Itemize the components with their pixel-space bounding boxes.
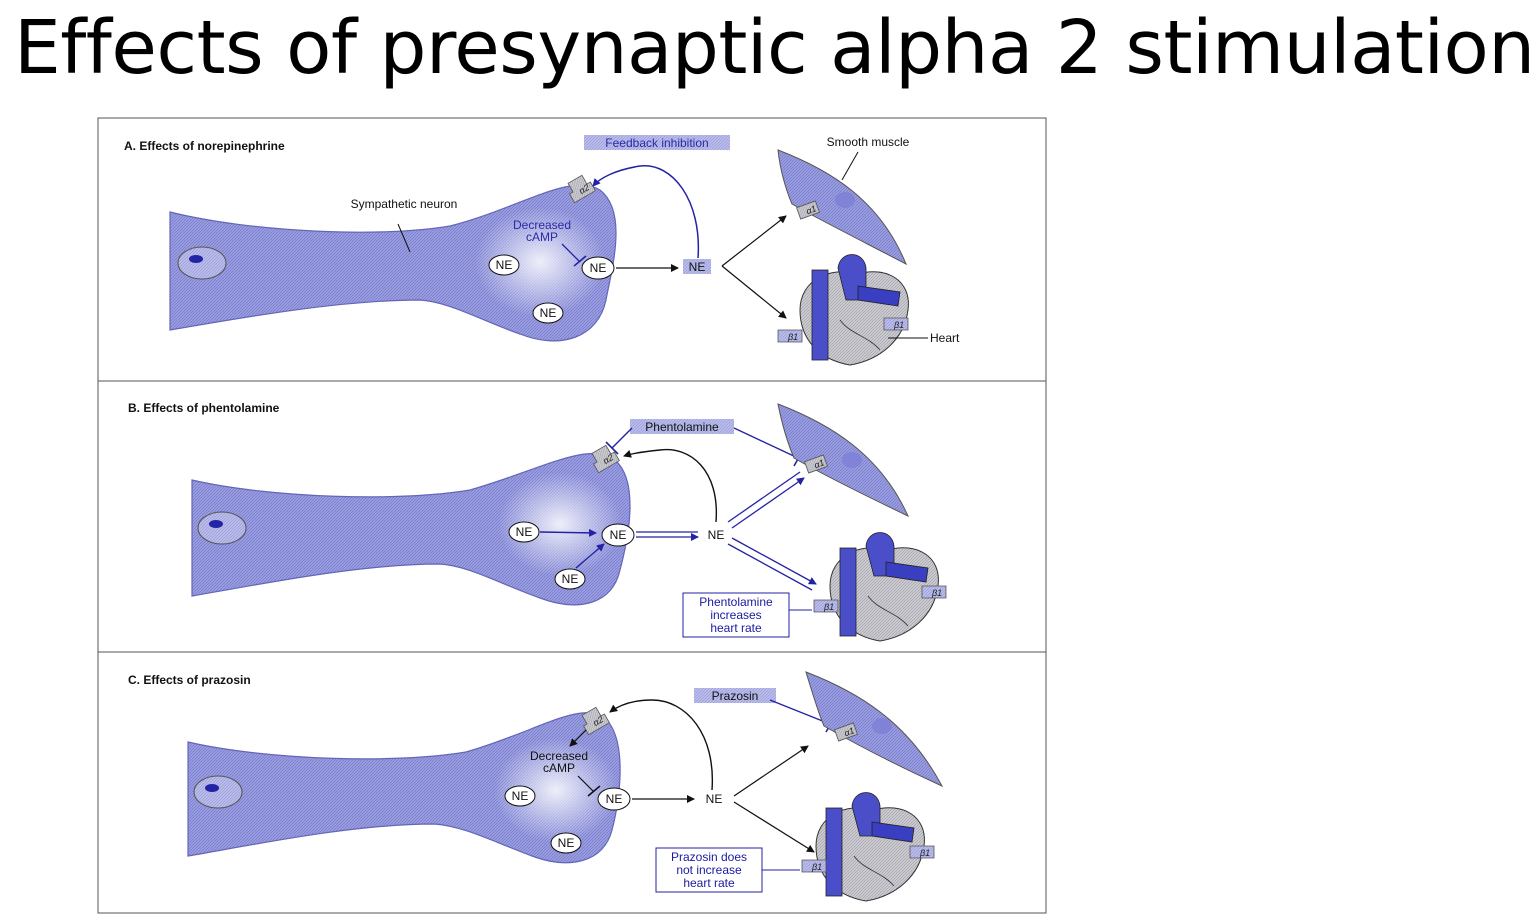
svg-text:Phentolamine: Phentolamine xyxy=(699,595,773,609)
svg-text:NE: NE xyxy=(562,572,579,586)
prazosin-effect-box xyxy=(655,847,763,893)
panel-a: A. Effects of norepinephrine α2 Feedback… xyxy=(124,135,960,366)
ne-vesicle: NE xyxy=(488,254,520,276)
panel-c: C. Effects of prazosin α2 Prazosin Decre… xyxy=(128,671,944,902)
heart-label: Heart xyxy=(930,331,960,345)
svg-text:β1: β1 xyxy=(811,862,822,872)
svg-text:α2: α2 xyxy=(601,452,615,466)
heart xyxy=(799,254,909,366)
beta1-receptor: β1 xyxy=(921,585,947,599)
beta1-receptor: β1 xyxy=(777,329,803,343)
svg-text:α1: α1 xyxy=(813,457,826,470)
svg-text:α2: α2 xyxy=(577,182,591,196)
svg-text:NE: NE xyxy=(558,836,575,850)
svg-text:cAMP: cAMP xyxy=(543,761,575,775)
panel-label: C. Effects of prazosin xyxy=(128,673,251,687)
svg-text:β1: β1 xyxy=(823,602,834,612)
svg-text:heart rate: heart rate xyxy=(710,621,762,635)
svg-text:NE: NE xyxy=(512,789,529,803)
beta1-receptor: β1 xyxy=(813,599,839,613)
ne-vesicle: NE xyxy=(581,256,615,280)
svg-text:Prazosin does: Prazosin does xyxy=(671,850,747,864)
heart xyxy=(815,792,925,902)
svg-text:β1: β1 xyxy=(787,332,798,342)
ne-vesicle: NE xyxy=(508,521,540,543)
svg-text:NE: NE xyxy=(610,528,627,542)
svg-text:heart rate: heart rate xyxy=(683,876,735,890)
phentolamine-effect-box xyxy=(682,592,790,638)
ne-vesicle: NE xyxy=(601,523,635,547)
decreased-camp-label: Decreased xyxy=(513,218,571,232)
neuron-label: Sympathetic neuron xyxy=(351,197,458,211)
svg-text:β1: β1 xyxy=(931,588,942,598)
released-ne: NE xyxy=(708,528,725,542)
ne-vesicle: NE xyxy=(550,832,582,854)
svg-text:β1: β1 xyxy=(893,320,904,330)
panel-label: A. Effects of norepinephrine xyxy=(124,139,285,153)
ne-vesicle: NE xyxy=(554,568,586,590)
phentolamine-label: Phentolamine xyxy=(645,420,719,434)
nucleus xyxy=(197,511,247,545)
alpha1-receptor: α1 xyxy=(796,200,820,220)
panel-label: B. Effects of phentolamine xyxy=(128,401,280,415)
nucleus xyxy=(177,246,227,280)
feedback-inhibition-label: Feedback inhibition xyxy=(605,136,708,150)
beta1-receptor: β1 xyxy=(909,845,935,859)
feedback-arrow xyxy=(592,165,700,259)
svg-text:increases: increases xyxy=(710,608,761,622)
alpha2-receptor: α2 xyxy=(567,174,596,204)
alpha1-receptor: α1 xyxy=(804,454,828,474)
heart xyxy=(829,532,939,642)
svg-text:β1: β1 xyxy=(919,848,930,858)
svg-text:α2: α2 xyxy=(591,714,605,728)
alpha2-receptor: α2 xyxy=(591,444,620,474)
svg-text:NE: NE xyxy=(540,306,557,320)
ne-vesicle: NE xyxy=(597,787,631,811)
svg-text:α1: α1 xyxy=(805,203,818,216)
ne-vesicle: NE xyxy=(504,785,536,807)
svg-text:NE: NE xyxy=(606,792,623,806)
nucleus xyxy=(193,775,243,809)
released-ne: NE xyxy=(706,792,723,806)
beta1-receptor: β1 xyxy=(883,317,909,331)
smooth-muscle-label: Smooth muscle xyxy=(827,135,910,149)
decreased-camp-label: Decreased xyxy=(530,749,588,763)
slide-title: Effects of presynaptic alpha 2 stimulati… xyxy=(14,5,1535,91)
alpha1-receptor: α1 xyxy=(834,722,858,742)
svg-text:NE: NE xyxy=(590,261,607,275)
ne-vesicle: NE xyxy=(532,302,564,324)
svg-text:NE: NE xyxy=(496,258,513,272)
svg-text:cAMP: cAMP xyxy=(526,230,558,244)
released-ne: NE xyxy=(689,260,706,274)
alpha2-receptor: α2 xyxy=(581,706,610,736)
beta1-receptor: β1 xyxy=(801,859,827,873)
svg-text:not increase: not increase xyxy=(676,863,742,877)
panel-b: B. Effects of phentolamine α2 Phentolami… xyxy=(128,401,947,642)
prazosin-label: Prazosin xyxy=(712,689,759,703)
svg-text:α1: α1 xyxy=(843,725,856,738)
svg-text:NE: NE xyxy=(516,525,533,539)
figure-frame xyxy=(97,117,1047,914)
